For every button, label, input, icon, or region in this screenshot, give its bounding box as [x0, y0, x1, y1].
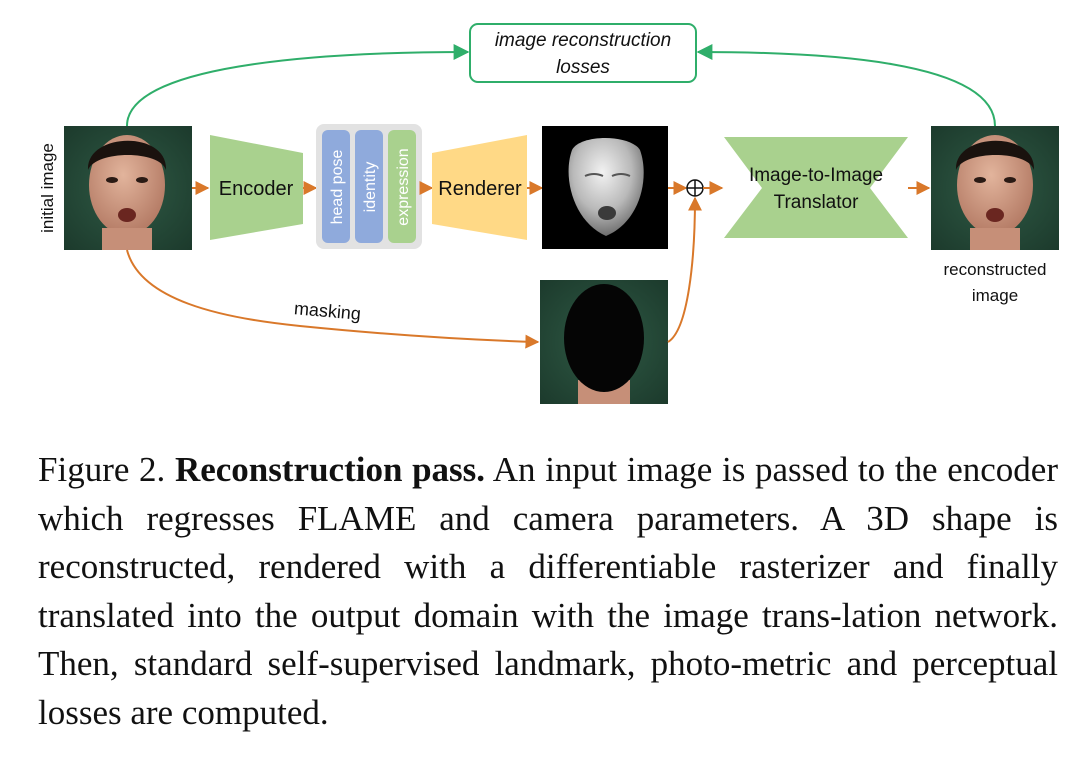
translator-line2: Translator	[774, 192, 859, 213]
loss-arrow-left	[126, 44, 470, 127]
encoder-shape	[210, 135, 303, 240]
param-head-pose-box	[322, 130, 350, 243]
caption-text: An input image is passed to the encoder …	[38, 450, 1058, 732]
masked-image	[540, 280, 668, 404]
param-head-pose: head pose	[329, 150, 346, 225]
reconstructed-image	[931, 126, 1059, 250]
encoder-label: Encoder	[219, 178, 294, 200]
param-expression-box	[388, 130, 416, 243]
initial-image	[64, 126, 192, 250]
reconstructed-label-line1: reconstructed	[944, 260, 1047, 279]
param-identity-box	[355, 130, 383, 243]
loss-box-line2: losses	[556, 57, 610, 78]
arrow-masked-to-plus	[667, 196, 702, 343]
translator-shape	[724, 137, 908, 238]
renderer-label: Renderer	[438, 178, 522, 200]
masking-arrow	[126, 249, 540, 349]
translator-line1: Image-to-Image	[749, 165, 883, 186]
figure-caption: Figure 2. Reconstruction pass. An input …	[38, 446, 1058, 737]
rendered-mesh-image	[542, 126, 668, 249]
loss-arrow-right	[696, 44, 996, 127]
param-identity: identity	[362, 162, 379, 213]
loss-box	[469, 23, 697, 83]
initial-image-label: initial image	[38, 143, 57, 233]
loss-box-line1: image reconstruction	[495, 30, 671, 51]
reconstructed-label-line2: image	[972, 286, 1018, 305]
plus-junction-icon	[686, 179, 704, 197]
renderer-shape	[432, 135, 527, 240]
caption-title: Reconstruction pass.	[174, 450, 486, 489]
masking-label: masking	[293, 298, 362, 324]
caption-figure-label: Figure 2.	[38, 450, 166, 489]
param-expression: expression	[395, 148, 412, 225]
reconstruction-diagram: image reconstruction losses initial imag…	[38, 23, 1059, 404]
